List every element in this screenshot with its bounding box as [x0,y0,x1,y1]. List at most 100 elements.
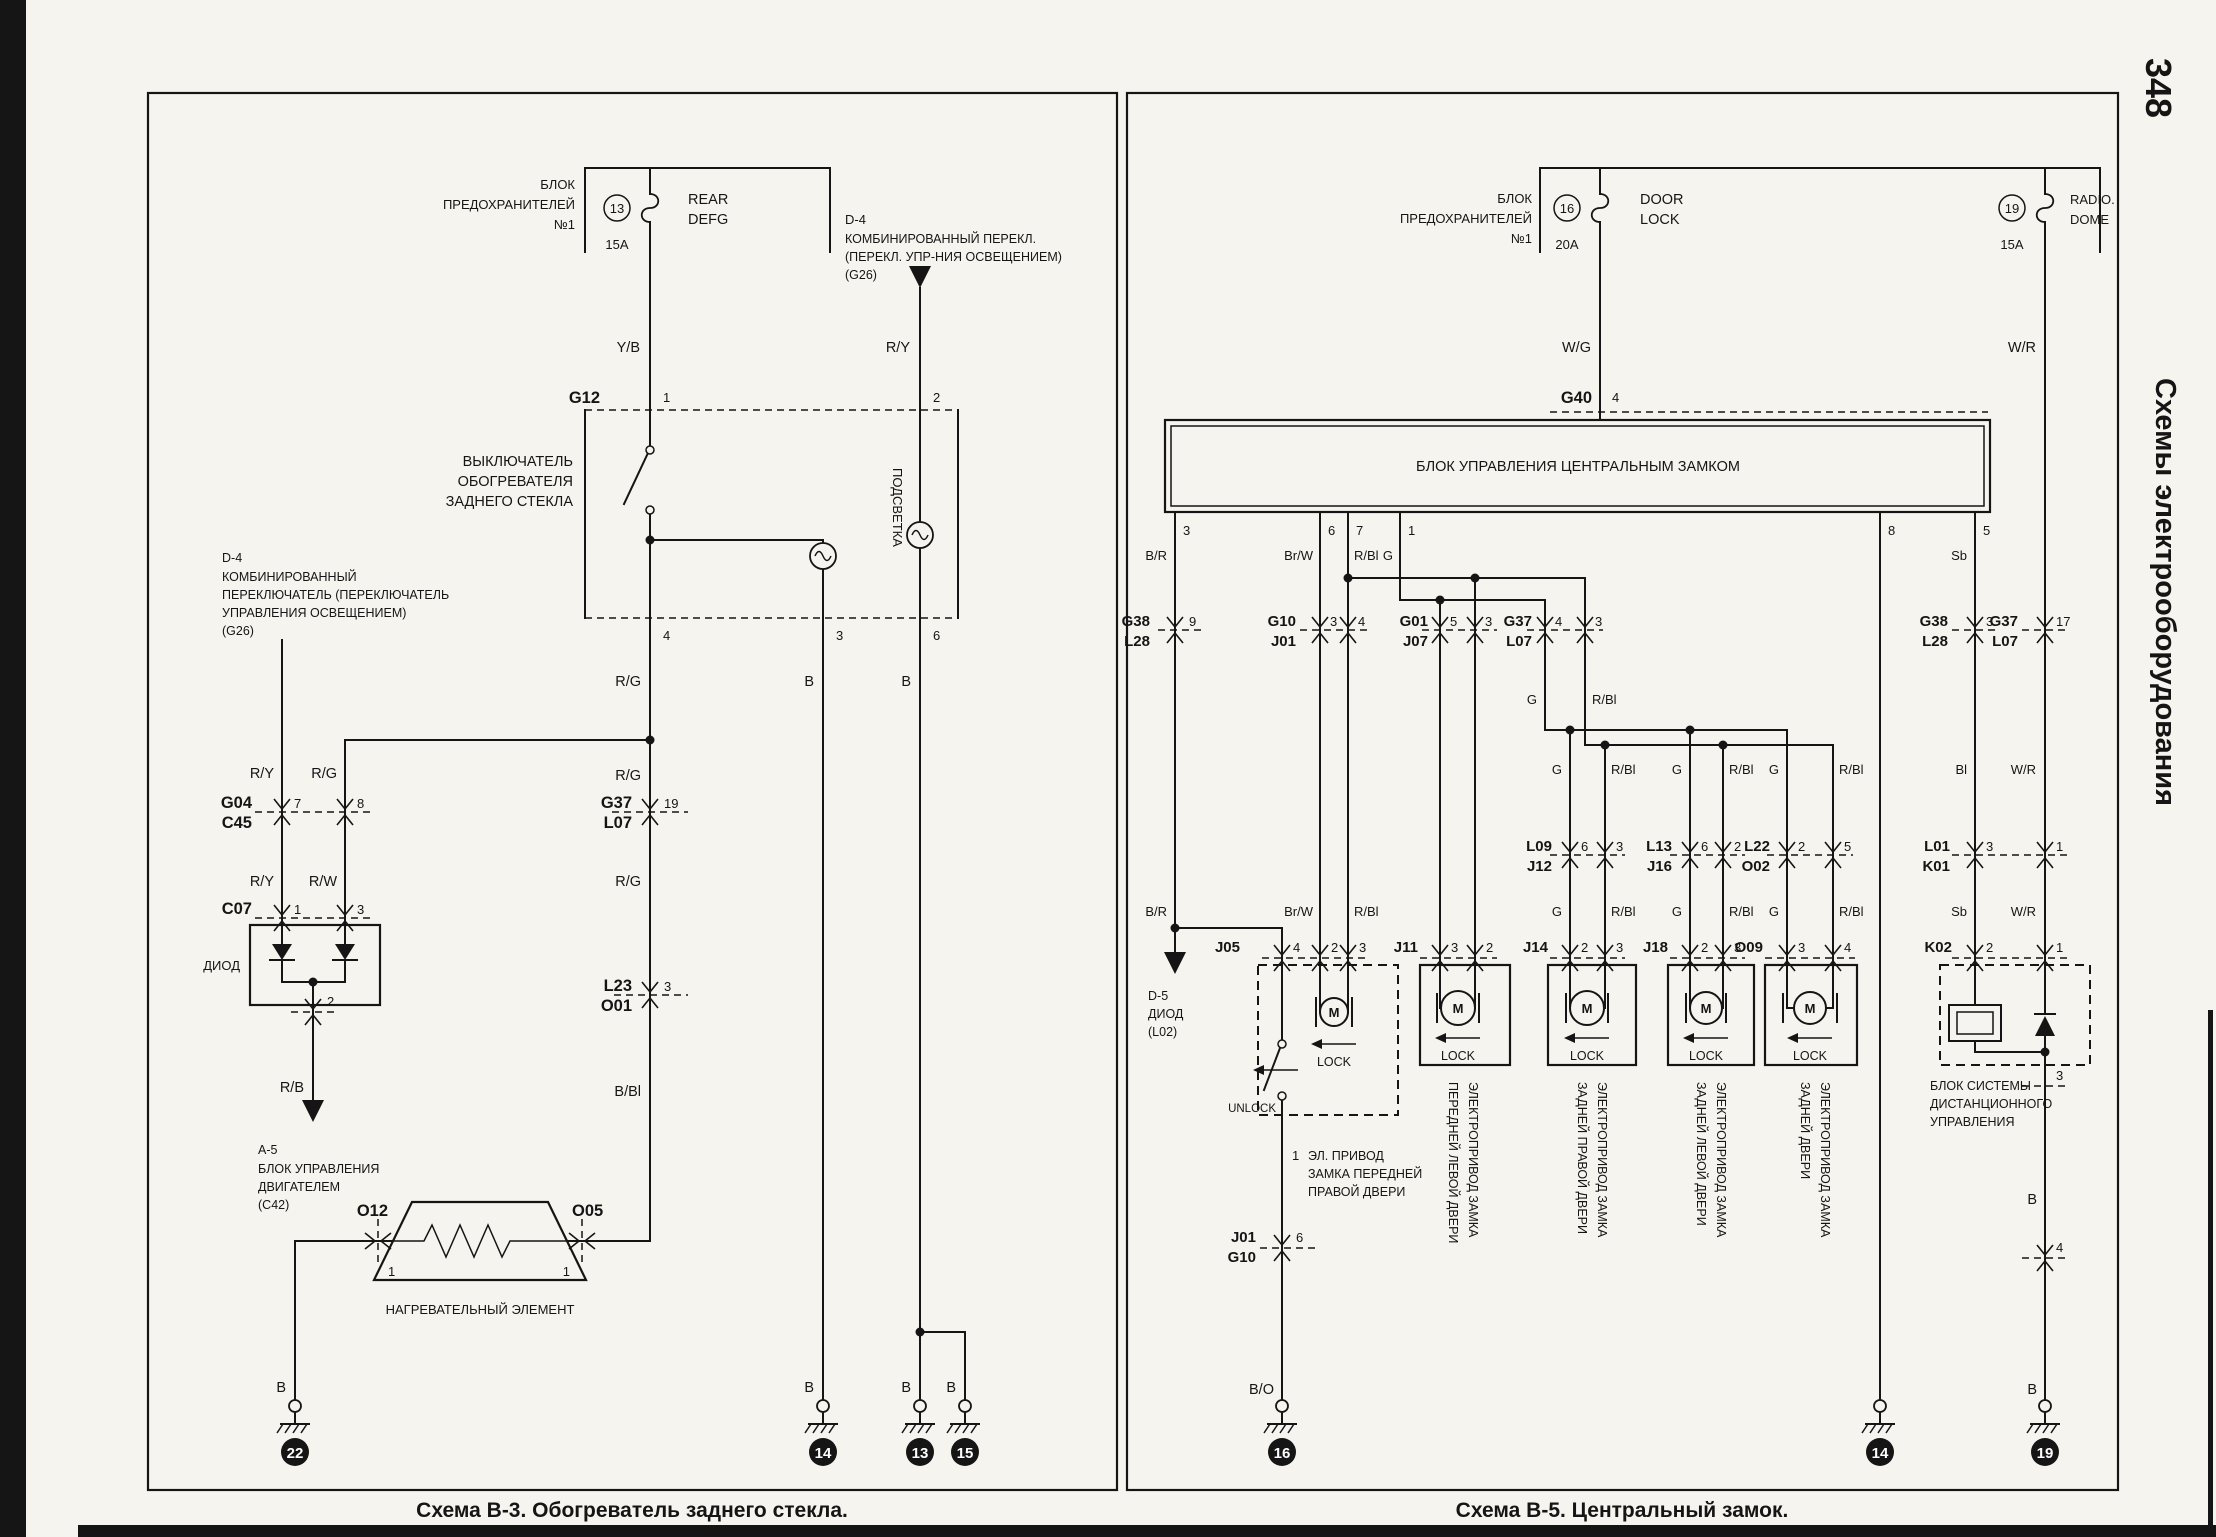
pin-number: 9 [1189,614,1196,629]
wire-label: B [804,1380,814,1396]
pin-number: 1 [563,1264,570,1279]
ground-number-badge [281,1438,309,1466]
pin-number: 4 [1358,614,1365,629]
fuse-element-icon [640,193,660,223]
wire-label: Br/W [1284,904,1314,919]
pin-number: 4 [1612,390,1619,405]
actuator-box [1763,963,1859,1067]
pin-number: 7 [1356,523,1363,538]
lock-label: LOCK [1317,1055,1352,1069]
from-d4-arrow-icon [909,266,931,288]
heater-element [372,1200,588,1282]
heater-resistor-icon [393,1223,567,1259]
connector-name: L09 [1526,838,1552,855]
ground-icon [2026,1399,2061,1434]
switch-contact [645,505,655,515]
fuse-rating: 20A [1555,237,1578,252]
wire-label: R/Bl [1839,904,1864,919]
fusebox-label: БЛОК [540,177,575,192]
component-label: ЗАДНЕГО СТЕКЛА [446,494,574,510]
pin-number: 6 [1328,523,1335,538]
connector-name: K02 [1924,939,1952,956]
component-label: ЗАМКА ПЕРЕДНЕЙ [1308,1166,1422,1181]
lock-label: LOCK [1689,1049,1724,1063]
wire-label: R/Y [250,766,275,782]
wire-label: G [1672,762,1682,777]
wire-label: R/Y [250,874,275,890]
component-label: ДИОД [1148,1007,1184,1021]
actuator-label: ЭЛЕКТРОПРИВОД ЗАМКА [1714,1082,1728,1238]
pin-number: 1 [1292,1148,1299,1163]
left-schematic: БЛОК ПРЕДОХРАНИТЕЛЕЙ №1 13 15A REAR DEFG… [146,91,1119,1492]
connector-name: G01 [1400,613,1428,630]
pin-number: 3 [357,902,364,917]
motor-icon [1569,990,1605,1026]
motor-letter: M [1701,1001,1712,1016]
wire-label: R/G [311,766,337,782]
pin-number: 2 [1486,940,1493,955]
pin-number: 1 [2056,839,2063,854]
fuse-name: REAR [688,192,728,208]
component-label: (ПЕРЕКЛ. УПР-НИЯ ОСВЕЩЕНИЕМ) [845,250,1062,264]
connector-name: G37 [601,794,632,812]
wire-label: R/Bl [1592,692,1617,707]
wire-label: B/O [1249,1382,1274,1398]
lock-label: LOCK [1793,1049,1828,1063]
switch-contact [645,445,655,455]
wire-label: B [2027,1192,2037,1208]
fuse-number: 13 [610,201,624,216]
ground-number-badge [2031,1438,2059,1466]
component-label: ПРАВОЙ ДВЕРИ [1308,1184,1405,1199]
wire-label: B/R [1145,548,1167,563]
component-label: УПРАВЛЕНИЯ [1930,1115,2015,1129]
connector-name: G38 [1920,613,1948,630]
wire-label: R/Bl [1354,548,1379,563]
wire-label: B [804,674,814,690]
wire-label: Y/B [617,340,640,356]
wire-label: Sb [1951,548,1967,563]
actuator-box [1546,963,1638,1067]
diode-icon [2035,1016,2055,1036]
connector-name: L07 [1992,633,2018,650]
pin-number: 7 [294,796,301,811]
pin-number: 3 [1986,614,1993,629]
component-label: ЭЛ. ПРИВОД [1308,1149,1384,1163]
ground-number: 15 [957,1445,974,1462]
wire-label: G [1552,904,1562,919]
fusebox-label: №1 [554,217,575,232]
connector-name: J01 [1231,1229,1256,1246]
connector-name: L07 [1506,633,1532,650]
ground-number-badge [951,1438,979,1466]
pin-number: 3 [1451,940,1458,955]
connector-name: L01 [1924,838,1950,855]
right-connector-rows [1158,616,2068,1272]
lock-label: LOCK [1570,1049,1605,1063]
pin-number: 4 [663,628,670,643]
pin-number: 3 [1183,523,1190,538]
fuse-number: 19 [2005,201,2019,216]
fusebox-label: ПРЕДОХРАНИТЕЛЕЙ [443,197,575,212]
fuse-circle [603,194,631,222]
control-unit-label: БЛОК УПРАВЛЕНИЯ ЦЕНТРАЛЬНЫМ ЗАМКОМ [1416,459,1740,475]
pin-number: 1 [388,1264,395,1279]
right-diagram-frame [1125,91,2120,1492]
lock-direction-arrow-icon [1434,1032,1481,1044]
unlock-direction-arrow-icon [1252,1064,1299,1076]
connector-name: G38 [1122,613,1150,630]
connector-name: L23 [604,977,632,995]
component-label: (G26) [222,624,254,638]
to-d5-arrow-icon [1164,952,1186,974]
connector-name: L07 [604,814,632,832]
side-title: Схемы электрооборудования [2149,378,2181,806]
pin-number: 3 [1986,839,1993,854]
ground-icon [1861,1399,1896,1434]
fuse-circle [1998,194,2026,222]
left-connector-rows [255,798,688,1263]
pin-number: 8 [1888,523,1895,538]
connector-name: L28 [1124,633,1150,650]
wire-label: G [1769,762,1779,777]
connector-name: G12 [569,389,600,407]
pin-number: 2 [1581,940,1588,955]
pin-number: 2 [1986,940,1993,955]
pin-number: 4 [1844,940,1851,955]
